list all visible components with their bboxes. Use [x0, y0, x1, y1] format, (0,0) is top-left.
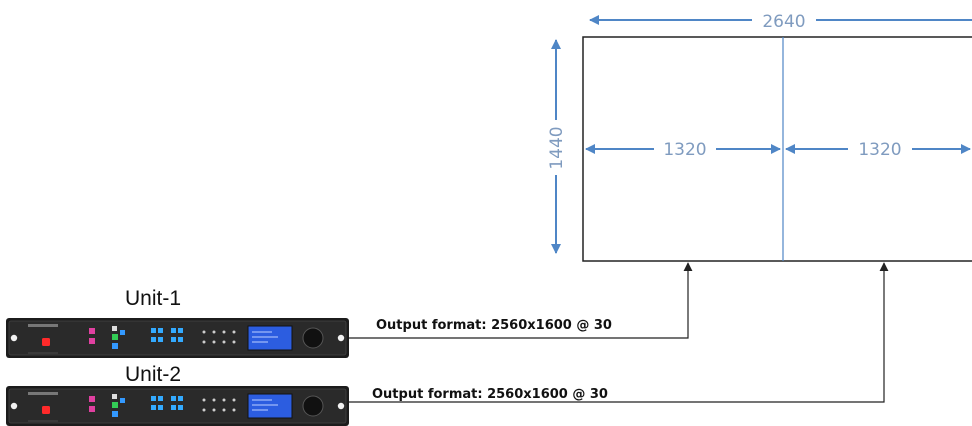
- unit-2-output-format: Output format: 2560x1600 @ 30: [372, 387, 608, 402]
- unit-2-device: [6, 386, 349, 426]
- left-half-label: 1320: [663, 140, 706, 160]
- right-half-dimension: 1320: [785, 140, 971, 160]
- left-half-dimension: 1320: [585, 140, 781, 160]
- unit-1-device: [6, 318, 349, 358]
- height-dimension: 1440: [547, 39, 567, 254]
- unit-2-connector: [349, 262, 889, 403]
- unit-1-label: Unit-1: [125, 287, 181, 310]
- height-label: 1440: [547, 126, 567, 169]
- unit-1-output-format: Output format: 2560x1600 @ 30: [376, 318, 612, 333]
- right-half-label: 1320: [858, 140, 901, 160]
- width-label: 2640: [762, 12, 805, 32]
- width-dimension: 2640: [589, 12, 972, 32]
- unit-2-label: Unit-2: [125, 363, 181, 386]
- unit-1-connector: [349, 262, 693, 339]
